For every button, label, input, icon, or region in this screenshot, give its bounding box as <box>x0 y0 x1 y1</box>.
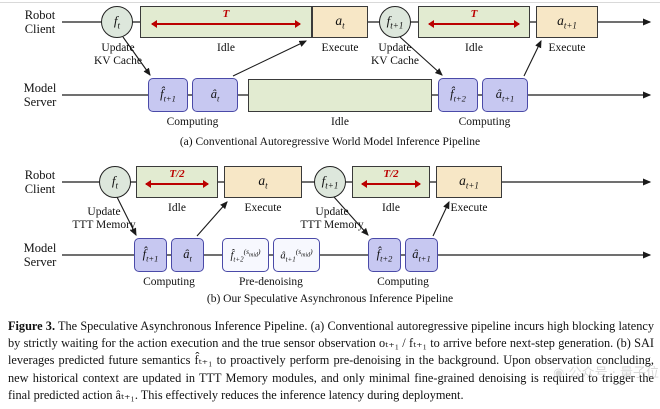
panel-b-caption: (b) Our Speculative Asynchronous Inferen… <box>206 293 454 305</box>
watermark-text: 公众号 · 量子位 <box>568 366 659 381</box>
panel-a-update-kv-cache-2: Update KV Cache <box>370 42 419 67</box>
panel-b-idle-block-2: T/2 <box>352 166 430 198</box>
panel-b-observation-ft1-circle: ft+1 <box>314 166 346 198</box>
panel-b-observation-ft-circle: ft <box>99 166 131 198</box>
panel-b-computing-label-2: Computing <box>377 276 429 288</box>
math-label: f̂t+2(smid) <box>230 246 261 264</box>
panel-a-pred-act-box-1: ât <box>192 78 238 112</box>
panel-b-update-ttt-memory-1: Update TTT Memory <box>72 206 136 231</box>
math-label: ât+1(smid) <box>280 246 313 264</box>
panel-a-execute-label-1: Execute <box>321 42 359 54</box>
math-label: f̂t+1 <box>160 86 176 104</box>
panel-b-action-at-box: at <box>224 166 302 198</box>
math-label: ft <box>111 173 119 191</box>
panel-b-pred-obs-box-2: f̂t+2 <box>368 238 401 272</box>
duration-arrow-icon <box>145 180 209 187</box>
panel-b-idle-label-1: Idle <box>168 202 186 214</box>
panel-b-server-row-label: Model Server <box>23 241 57 269</box>
panel-b-pred-act-box-1: ât <box>171 238 204 272</box>
panel-a-pred-obs-box-1: f̂t+1 <box>148 78 188 112</box>
math-label: at <box>335 13 345 31</box>
math-label: ft <box>113 13 121 31</box>
math-label: ât <box>183 246 192 264</box>
math-label: ft+1 <box>321 173 339 191</box>
math-label: f̂t+2 <box>376 246 393 264</box>
math-label: f̂t+2 <box>450 86 466 104</box>
panel-b-update-ttt-memory-2: Update TTT Memory <box>300 206 364 231</box>
panel-b-predenoising-label: Pre-denoising <box>239 276 303 288</box>
panel-a-caption: (a) Conventional Autoregressive World Mo… <box>179 136 481 148</box>
math-label: ft+1 <box>386 13 404 31</box>
panel-a-observation-ft-circle: ft <box>101 6 133 38</box>
watermark-logo-icon: ◉ <box>553 366 569 381</box>
panel-a-idle-label-1: Idle <box>217 42 235 54</box>
duration-label: T/2 <box>383 168 399 180</box>
panel-a-computing-label-1: Computing <box>166 116 219 128</box>
panel-a-idle-block-2: T <box>418 6 530 38</box>
panel-b-predenoise-act-box: ât+1(smid) <box>273 238 320 272</box>
panel-b-execute-label-2: Execute <box>450 202 488 214</box>
duration-label: T <box>222 8 230 20</box>
duration-arrow-icon <box>428 20 520 27</box>
panel-a-execute-label-2: Execute <box>548 42 586 54</box>
panel-a-server-row-label: Model Server <box>23 81 57 109</box>
panel-a-observation-ft1-circle: ft+1 <box>379 6 411 38</box>
math-label: f̂t+1 <box>142 246 159 264</box>
panel-a-action-at1-box: at+1 <box>536 6 598 38</box>
panel-a-server-idle-block <box>248 79 432 112</box>
panel-b-execute-label-1: Execute <box>244 202 282 214</box>
panel-b-idle-block-1: T/2 <box>136 166 218 198</box>
panel-a-computing-label-2: Computing <box>458 116 511 128</box>
duration-arrow-icon <box>151 20 301 27</box>
figure-caption-label: Figure 3. <box>8 319 56 333</box>
math-label: at+1 <box>459 173 479 191</box>
duration-label: T <box>470 8 478 20</box>
panel-a-client-row-label: Robot Client <box>24 8 56 36</box>
duration-label: T/2 <box>169 168 185 180</box>
panel-a-idle-block-1: T <box>140 6 312 38</box>
duration-arrow-icon <box>361 180 421 187</box>
panel-b-action-at1-box: at+1 <box>436 166 502 198</box>
figure-caption-text: The Speculative Asynchronous Inference P… <box>8 319 654 402</box>
panel-b-pred-obs-box-1: f̂t+1 <box>134 238 167 272</box>
panel-b-client-row-label: Robot Client <box>24 168 56 196</box>
math-label: ât+1 <box>495 86 515 104</box>
panel-a-pred-act-box-2: ât+1 <box>482 78 528 112</box>
panel-b-idle-label-2: Idle <box>382 202 400 214</box>
panel-b-pred-act-box-2: ât+1 <box>405 238 438 272</box>
math-label: at <box>258 173 268 191</box>
panel-a-pred-obs-box-2: f̂t+2 <box>438 78 478 112</box>
math-label: ât <box>210 86 220 104</box>
figure-caption: Figure 3. The Speculative Asynchronous I… <box>8 318 654 404</box>
panel-a-update-kv-cache-1: Update KV Cache <box>93 42 142 67</box>
panel-b-predenoise-obs-box: f̂t+2(smid) <box>222 238 269 272</box>
watermark: ◉ 公众号 · 量子位 <box>474 362 659 381</box>
math-label: at+1 <box>557 13 577 31</box>
top-divider <box>0 2 660 3</box>
math-label: ât+1 <box>412 246 431 264</box>
panel-a-action-at-box: at <box>312 6 368 38</box>
panel-a-idle-label-2: Idle <box>465 42 483 54</box>
panel-b-computing-label-1: Computing <box>143 276 195 288</box>
panel-a-server-idle-label: Idle <box>331 116 349 128</box>
